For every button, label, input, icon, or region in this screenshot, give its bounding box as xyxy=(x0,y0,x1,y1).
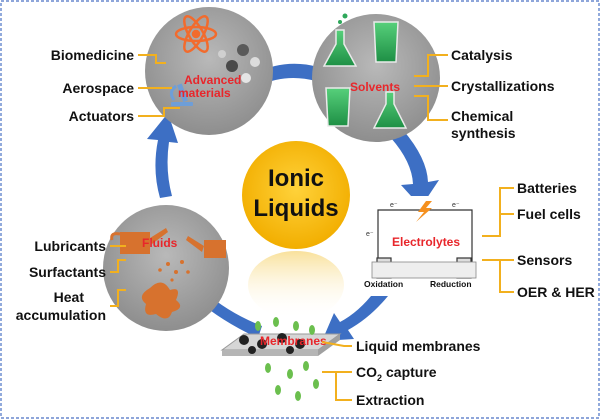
node-electrolytes: e⁻ e⁻ e⁻ Electrolytes Oxidation Reductio… xyxy=(362,196,482,296)
label-heat: Heat xyxy=(54,289,85,305)
node-advanced-materials: Advanced materials xyxy=(145,7,273,135)
label-extraction: Extraction xyxy=(356,392,424,408)
node-title-solvents: Solvents xyxy=(350,80,400,94)
label-oer-her: OER & HER xyxy=(517,284,595,300)
label-lubricants: Lubricants xyxy=(34,238,106,254)
watering-can-icon-2 xyxy=(186,236,226,258)
label-actuators: Actuators xyxy=(69,108,135,124)
electrode-label-oxidation: Oxidation xyxy=(364,279,403,289)
fluids-applications: Lubricants Surfactants Heat accumulation xyxy=(16,238,106,323)
electron-label-side: e⁻ xyxy=(366,231,374,238)
materials-applications: Biomedicine Aerospace Actuators xyxy=(51,47,134,124)
arrow-fluids-to-materials xyxy=(147,113,178,198)
membrane-particles xyxy=(239,317,319,401)
atom-icon xyxy=(174,15,218,53)
co2-capture-word: capture xyxy=(386,364,437,380)
node-title-electrolytes: Electrolytes xyxy=(392,235,460,249)
electron-label-left: e⁻ xyxy=(390,202,398,209)
co2-main: CO xyxy=(356,364,377,380)
electrolytes-applications: Batteries Fuel cells Sensors OER & HER xyxy=(517,180,595,300)
label-sensors: Sensors xyxy=(517,252,572,268)
node-title-membranes: Membranes xyxy=(260,334,327,348)
label-co2-capture: CO2 capture xyxy=(356,364,437,383)
solvents-applications: Catalysis Crystallizations Chemical synt… xyxy=(451,47,555,141)
electrode-label-reduction: Reduction xyxy=(430,279,472,289)
electron-label-right: e⁻ xyxy=(452,202,460,209)
label-crystallizations: Crystallizations xyxy=(451,78,555,94)
watering-can-icon xyxy=(110,228,168,254)
node-title-materials-1: Advanced xyxy=(184,73,241,87)
center-node: Ionic Liquids xyxy=(242,141,350,319)
label-liquid-membranes: Liquid membranes xyxy=(356,338,481,354)
connector-lines xyxy=(110,54,514,401)
circuit-wires xyxy=(371,209,477,279)
battery-bolt-icon xyxy=(416,201,432,222)
center-title-line1: Ionic xyxy=(268,165,324,192)
electrolytes-panel xyxy=(362,196,482,296)
flask-icon-2 xyxy=(372,91,408,129)
splash-icon xyxy=(141,260,190,319)
label-aerospace: Aerospace xyxy=(62,80,134,96)
label-catalysis: Catalysis xyxy=(451,47,513,63)
membranes-applications: Liquid membranes CO2 capture Extraction xyxy=(356,338,481,408)
beaker-icon xyxy=(373,21,399,63)
arrow-electrolytes-to-membranes xyxy=(322,291,388,341)
label-surfactants: Surfactants xyxy=(29,264,106,280)
label-biomedicine: Biomedicine xyxy=(51,47,134,63)
label-synthesis: synthesis xyxy=(451,125,516,141)
node-fluids: Fluids xyxy=(103,205,229,331)
label-chemical: Chemical xyxy=(451,108,513,124)
center-circle xyxy=(242,141,350,249)
label-fuel-cells: Fuel cells xyxy=(517,206,581,222)
arrow-solvents-to-electrolytes xyxy=(391,130,439,207)
molecule-model-icon xyxy=(218,44,260,83)
node-title-materials-2: materials xyxy=(178,86,231,100)
label-batteries: Batteries xyxy=(517,180,577,196)
node-membranes: Membranes xyxy=(220,317,342,401)
node-title-fluids: Fluids xyxy=(142,236,178,250)
center-reflection xyxy=(248,251,344,319)
node-solvents: Solvents xyxy=(312,13,440,142)
beaker-icon-2 xyxy=(325,87,351,127)
flask-icon xyxy=(322,13,358,67)
microscope-icon xyxy=(169,83,193,106)
label-accumulation: accumulation xyxy=(16,307,106,323)
center-title-line2: Liquids xyxy=(253,195,338,222)
co2-subscript: 2 xyxy=(377,373,382,383)
